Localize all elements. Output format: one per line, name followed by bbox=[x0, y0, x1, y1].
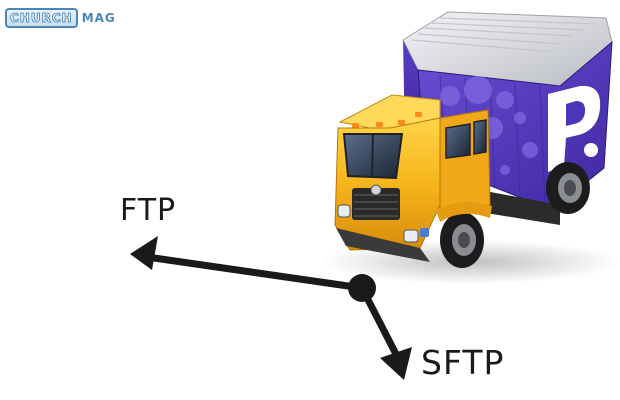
headlights bbox=[337, 204, 429, 243]
sftp-label: SFTP bbox=[421, 343, 505, 382]
roof-ribs bbox=[411, 17, 597, 53]
sftp-arrowhead bbox=[380, 347, 412, 380]
rear-wheel bbox=[546, 162, 590, 214]
grille bbox=[352, 184, 400, 220]
logo-church-text: CHURCH bbox=[10, 11, 73, 25]
chassis bbox=[480, 190, 560, 225]
arrow-origin-dot bbox=[348, 274, 376, 302]
ftp-arrow-line bbox=[150, 254, 366, 292]
churchmag-logo: CHURCH MAG bbox=[5, 8, 116, 28]
front-bumper bbox=[336, 228, 430, 262]
ftp-arrowhead bbox=[130, 236, 158, 270]
logo-mag-text: MAG bbox=[81, 11, 116, 25]
front-wheel bbox=[440, 212, 484, 268]
side-window-rear bbox=[473, 119, 487, 155]
front-fender bbox=[436, 201, 492, 222]
cab-roof-lights bbox=[352, 112, 422, 128]
logo-church-box: CHURCH bbox=[5, 8, 78, 28]
ftp-label: FTP bbox=[120, 193, 177, 228]
side-window-front bbox=[445, 123, 471, 159]
cargo-p-badge bbox=[548, 85, 601, 172]
